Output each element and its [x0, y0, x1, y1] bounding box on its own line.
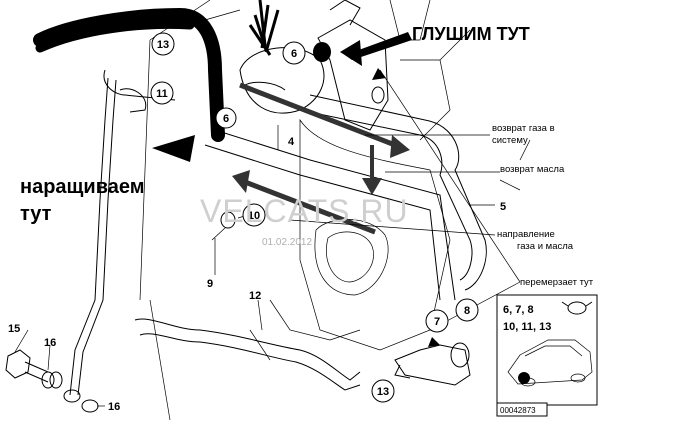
part-number: 11	[156, 88, 168, 100]
separator-arrowhead	[372, 68, 386, 80]
plug-here-label: ГЛУШИМ ТУТ	[412, 24, 530, 44]
hose-12	[134, 318, 361, 391]
freezes-here-label: перемерзает тут	[520, 277, 594, 288]
part-number: 8	[464, 305, 470, 317]
plug-here-arrowhead	[340, 40, 362, 66]
callout-7: 7	[425, 309, 449, 333]
watermark: VELCATS.RU	[200, 193, 409, 229]
clamp-10	[211, 211, 236, 241]
callout-11: 11	[150, 81, 174, 105]
part-number: 13	[377, 386, 389, 398]
freeze-arrowhead	[428, 337, 440, 347]
inset-panel: 6, 7, 8 10, 11, 13	[496, 294, 598, 406]
part-number-16b: 16	[108, 401, 120, 413]
direction-label-line1: направление	[497, 229, 555, 240]
banjo-bolt-15	[5, 349, 49, 383]
gas-return-label-line2: систему	[492, 135, 528, 146]
date-stamp: 01.02.2012	[262, 237, 312, 248]
callout-10: 10	[242, 203, 266, 227]
callout-13b: 13	[371, 379, 395, 403]
part-number-9: 9	[207, 278, 213, 290]
connector-7-8	[394, 342, 471, 386]
part-number: 10	[248, 210, 260, 222]
part-number-4: 4	[288, 136, 295, 148]
hose-clamp-icon	[561, 301, 593, 315]
car-location-icon	[507, 339, 593, 387]
diagram-id-box	[496, 402, 548, 417]
extend-here-label-line2: тут	[20, 203, 52, 225]
plug-marker	[313, 42, 331, 62]
gas-return-label-line1: возврат газа в	[492, 123, 555, 134]
callout-6b: 6	[215, 107, 237, 129]
callout-8: 8	[455, 298, 479, 322]
part-number: 6	[291, 48, 297, 60]
part-number-16a: 16	[44, 337, 56, 349]
diagram-id: 00042873	[500, 406, 536, 415]
callout-13a: 13	[151, 32, 175, 56]
part-number-15: 15	[8, 323, 20, 335]
left-oil-pipe	[69, 69, 176, 396]
oil-separator	[317, 0, 389, 131]
direction-label-line2: газа и масла	[517, 241, 574, 252]
callout-6: 6	[282, 41, 306, 65]
extend-here-label-line1: наращиваем	[20, 176, 145, 198]
plug-here-arrow	[345, 32, 412, 60]
inset-parts-line2: 10, 11, 13	[503, 321, 551, 333]
part-number-5: 5	[500, 201, 506, 213]
inset-parts-line1: 6, 7, 8	[503, 304, 534, 316]
part-number: 6	[223, 113, 229, 125]
part-number-12: 12	[249, 290, 261, 302]
breather-hose-4	[204, 47, 487, 301]
part-number: 7	[434, 316, 440, 328]
leader-lines	[14, 69, 521, 407]
part-number: 13	[157, 39, 169, 51]
oil-return-label: возврат масла	[500, 164, 565, 175]
marker-scribble	[33, 0, 280, 142]
